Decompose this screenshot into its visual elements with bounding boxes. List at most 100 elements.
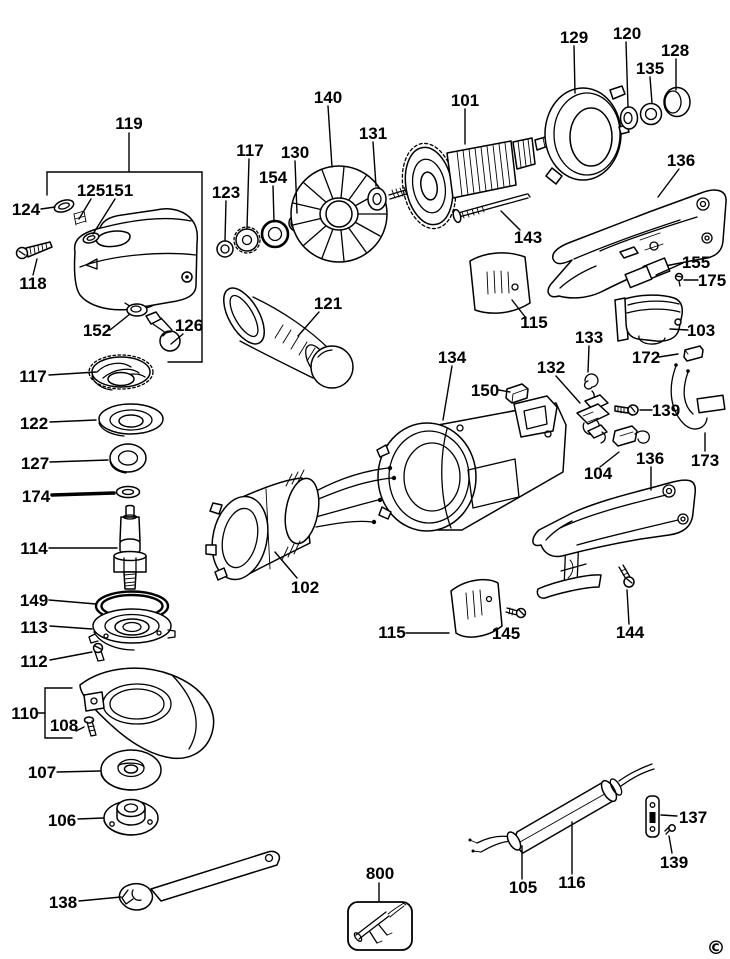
leader-line-154 xyxy=(272,185,275,223)
part-fan-140 xyxy=(290,165,388,263)
part-callout-136: 136 xyxy=(636,449,664,468)
part-pinion-gear-117 xyxy=(233,226,261,254)
part-switch-slider-155 xyxy=(624,257,671,289)
part-callout-122: 122 xyxy=(20,414,48,433)
part-brush-172 xyxy=(683,345,704,362)
part-callout-128: 128 xyxy=(661,41,689,60)
part-callout-174: 174 xyxy=(22,487,51,506)
part-callout-132: 132 xyxy=(537,358,565,377)
part-cord-set xyxy=(468,763,655,854)
part-screw-118 xyxy=(15,241,53,260)
leader-line-133 xyxy=(587,345,590,373)
part-callout-102: 102 xyxy=(291,578,319,597)
part-callout-131: 131 xyxy=(359,124,387,143)
copyright-mark: © xyxy=(707,937,726,959)
part-switch-103 xyxy=(614,294,684,345)
part-callout-137: 137 xyxy=(679,808,707,827)
part-callout-149: 149 xyxy=(20,591,48,610)
leader-line-124 xyxy=(40,206,56,210)
part-cover-plate-lower xyxy=(450,578,503,638)
part-bevel-gear-117 xyxy=(88,354,154,391)
leader-line-139 xyxy=(668,835,673,854)
part-spindle-114 xyxy=(113,504,147,590)
part-field-coil xyxy=(205,465,397,581)
part-screw-175 xyxy=(674,272,684,287)
part-housing-half-upper xyxy=(547,189,727,299)
part-callout-101: 101 xyxy=(451,91,479,110)
part-lead-wire-173 xyxy=(670,363,726,430)
part-callout-173: 173 xyxy=(691,451,719,470)
leader-line-126 xyxy=(170,333,184,345)
part-callout-152: 152 xyxy=(83,321,111,340)
part-callout-139: 139 xyxy=(652,401,680,420)
part-callout-117: 117 xyxy=(236,141,263,160)
part-callout-133: 133 xyxy=(575,328,603,347)
part-side-handle xyxy=(223,287,354,389)
part-callout-175: 175 xyxy=(698,271,726,290)
part-motor-housing xyxy=(376,395,567,532)
leader-line-108 xyxy=(75,726,85,732)
callout-bracket-0 xyxy=(46,171,203,363)
part-callout-112: 112 xyxy=(20,652,47,671)
part-callout-115: 115 xyxy=(520,313,547,332)
leader-line-122 xyxy=(49,419,97,423)
part-callout-108: 108 xyxy=(50,716,78,735)
part-callout-117: 117 xyxy=(19,367,46,386)
part-ring-174 xyxy=(115,485,141,499)
part-clamp-nut-106 xyxy=(103,798,159,836)
leader-line-112 xyxy=(49,651,93,661)
part-callout-107: 107 xyxy=(28,763,56,782)
leader-line-121 xyxy=(297,311,320,337)
part-callout-154: 154 xyxy=(259,168,288,187)
part-housing-half-lower xyxy=(532,479,697,599)
leader-line-172 xyxy=(658,353,679,358)
part-nut-123 xyxy=(216,240,234,258)
part-bearing-135 xyxy=(639,102,663,126)
leader-line-151 xyxy=(92,198,116,235)
part-o-ring-small xyxy=(82,232,100,244)
part-cord-clamp-137 xyxy=(645,795,660,838)
part-brush-150 xyxy=(505,383,529,404)
part-callout-134: 134 xyxy=(438,348,467,367)
part-gear-case xyxy=(73,208,199,311)
part-callout-114: 114 xyxy=(20,539,48,558)
leader-line-150 xyxy=(498,389,511,393)
part-bearing-154 xyxy=(260,219,290,249)
leader-line-134 xyxy=(442,365,453,421)
leader-line-140 xyxy=(327,105,333,168)
leader-line-103 xyxy=(669,328,689,331)
part-sleeve-128 xyxy=(663,86,691,118)
part-callout-123: 123 xyxy=(212,183,240,202)
part-callout-124: 124 xyxy=(12,200,41,219)
part-callout-129: 129 xyxy=(560,28,588,47)
part-callout-150: 150 xyxy=(471,381,499,400)
part-washer-131 xyxy=(367,187,387,211)
part-brush-holder-132 xyxy=(576,394,610,444)
leader-line-125 xyxy=(78,198,92,220)
part-screw-144 xyxy=(618,564,635,588)
part-brush-104 xyxy=(612,425,650,447)
leader-line-115 xyxy=(511,299,527,319)
leader-line-129 xyxy=(573,45,576,94)
part-spanner-wrench-138 xyxy=(118,850,281,911)
part-cup-washer-122 xyxy=(98,403,164,437)
part-callout-138: 138 xyxy=(49,893,77,912)
leader-line-118 xyxy=(32,258,38,276)
part-screw-143 xyxy=(452,193,531,224)
part-callout-155: 155 xyxy=(682,253,710,272)
part-bearing-flange-113 xyxy=(88,608,176,651)
leader-line-106 xyxy=(77,817,104,820)
part-callout-116: 116 xyxy=(558,873,585,892)
leader-line-120 xyxy=(625,41,629,108)
part-callout-119: 119 xyxy=(115,114,142,133)
leader-line-131 xyxy=(372,141,377,187)
part-callout-140: 140 xyxy=(314,88,342,107)
part-pinion-126 xyxy=(145,311,181,352)
leader-line-138 xyxy=(78,896,122,902)
part-callout-104: 104 xyxy=(584,464,613,483)
leader-line-174 xyxy=(50,491,116,497)
leader-line-152 xyxy=(109,313,131,331)
part-callout-136: 136 xyxy=(667,151,695,170)
